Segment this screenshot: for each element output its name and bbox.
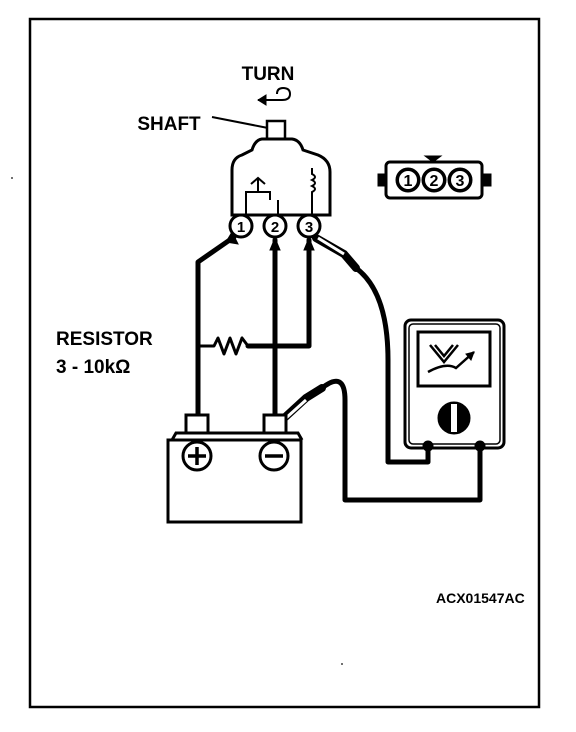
sensor-resistor-coil [309,168,316,200]
rotate-arrow-icon [257,86,292,106]
svg-text:1: 1 [404,173,413,190]
throttle-sensor [230,119,332,217]
connector-pin-2: 2 [421,167,447,193]
battery-terminal-negative [262,413,288,435]
svg-text:2: 2 [430,173,439,190]
svg-text:3: 3 [305,219,313,236]
meter-probe-lead [353,265,431,465]
wire-terminal-1 [195,234,237,421]
turn-label: TURN [242,64,295,85]
voltmeter-jack-positive [422,440,434,452]
battery-terminal-positive [184,413,210,435]
voltmeter-display [416,330,492,388]
connector-pinout: 1 2 3 [377,155,492,200]
minus-icon [258,440,290,472]
sensor-terminal-3: 3 [296,213,322,239]
shaft-leader-line [211,116,269,129]
resistor-value-label: 3 - 10kΩ [56,357,130,378]
wiring [195,230,483,503]
sensor-wiper [245,176,271,200]
wire-terminal-3 [245,237,312,349]
voltmeter [403,318,506,452]
diagram-frame [28,17,541,709]
sensor-shaft [265,119,287,141]
resistor-label: RESISTOR [56,329,153,350]
shaft-label: SHAFT [137,114,201,135]
meter-ground-lead [319,378,483,503]
sensor-terminal-2: 2 [262,213,288,239]
sensor-terminal-1: 1 [228,213,254,239]
svg-text:1: 1 [237,219,245,236]
figure-code: ACX01547AC [436,590,525,606]
dial-icon [437,401,471,435]
svg-text:2: 2 [271,219,279,236]
resistor-symbol [198,336,250,356]
connector-pin-1: 1 [395,167,421,193]
meter-probe [312,234,360,272]
svg-text:3: 3 [456,173,465,190]
connector-pin-3: 3 [447,167,473,193]
battery [166,413,304,524]
voltmeter-jack-negative [474,440,486,452]
plus-icon [181,440,213,472]
sensor-housing [230,137,332,217]
